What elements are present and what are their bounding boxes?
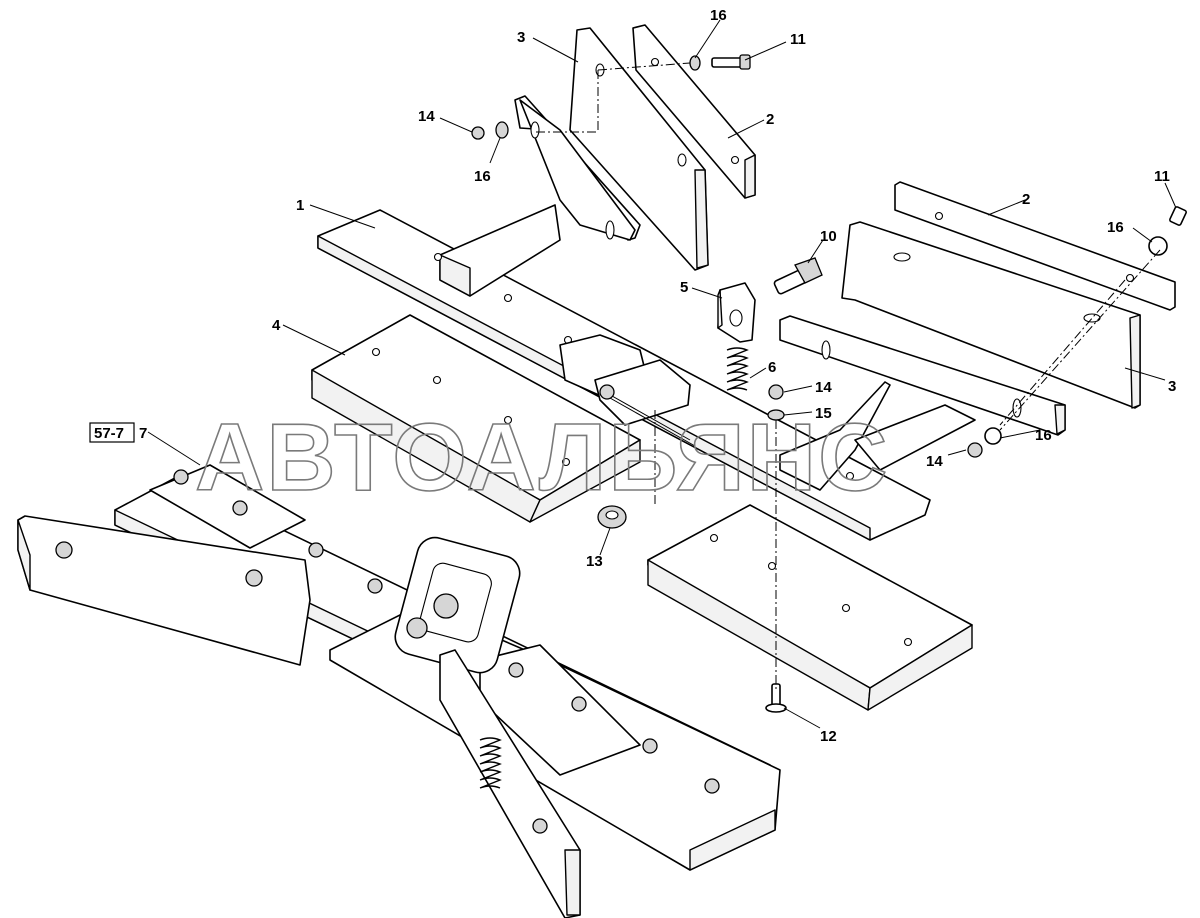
callout-14-lower: 14 [926, 453, 943, 470]
callout-6: 6 [768, 359, 776, 376]
callout-11-top: 11 [790, 31, 806, 48]
callout-16-right: 16 [1107, 219, 1124, 236]
callout-2-top: 2 [766, 111, 774, 128]
bolt-part-10 [773, 257, 823, 295]
callouts: 16 11 3 2 14 16 1 4 2 11 16 10 5 6 14 15… [89, 7, 1176, 745]
reference-label: 57-7 [94, 425, 124, 442]
plate-part-3-right [841, 221, 1141, 409]
callout-14-mid: 14 [815, 379, 832, 396]
callout-15: 15 [815, 405, 832, 422]
pad-right [647, 504, 973, 711]
plate-part-2-right [894, 181, 1176, 311]
callout-14-top: 14 [418, 108, 435, 125]
axis-lines [536, 62, 1161, 690]
callout-11-right: 11 [1154, 168, 1170, 185]
reference-box [89, 422, 135, 443]
callout-13: 13 [586, 553, 603, 570]
watermark-text: АВТОАЛЬЯНС [195, 404, 889, 511]
assembly-part-7 [17, 464, 781, 918]
plate-right-lower [779, 315, 1066, 436]
plate-part-3-top [569, 27, 709, 271]
fasteners-right [767, 206, 1187, 458]
callout-2-right: 2 [1022, 191, 1030, 208]
callout-1: 1 [296, 197, 304, 214]
leader-lines [147, 19, 1177, 729]
callout-12: 12 [820, 728, 837, 745]
center-shaft [559, 334, 696, 447]
right-bracket [779, 381, 976, 491]
spring-part-6 [726, 347, 749, 391]
callout-3-top: 3 [517, 29, 525, 46]
plate-part-2-top [632, 24, 756, 199]
callout-10: 10 [820, 228, 837, 245]
callout-16-top: 16 [710, 7, 727, 24]
callout-5: 5 [680, 279, 688, 296]
callout-16-left: 16 [474, 168, 491, 185]
pad-part-4 [311, 314, 641, 523]
callout-3-right: 3 [1168, 378, 1176, 395]
upper-plate-left [514, 95, 641, 241]
callout-16-lower: 16 [1035, 427, 1052, 444]
callout-4: 4 [272, 317, 281, 334]
clip-part-5 [717, 282, 756, 343]
nut-part-13 [597, 505, 627, 529]
callout-7: 7 [139, 425, 147, 442]
